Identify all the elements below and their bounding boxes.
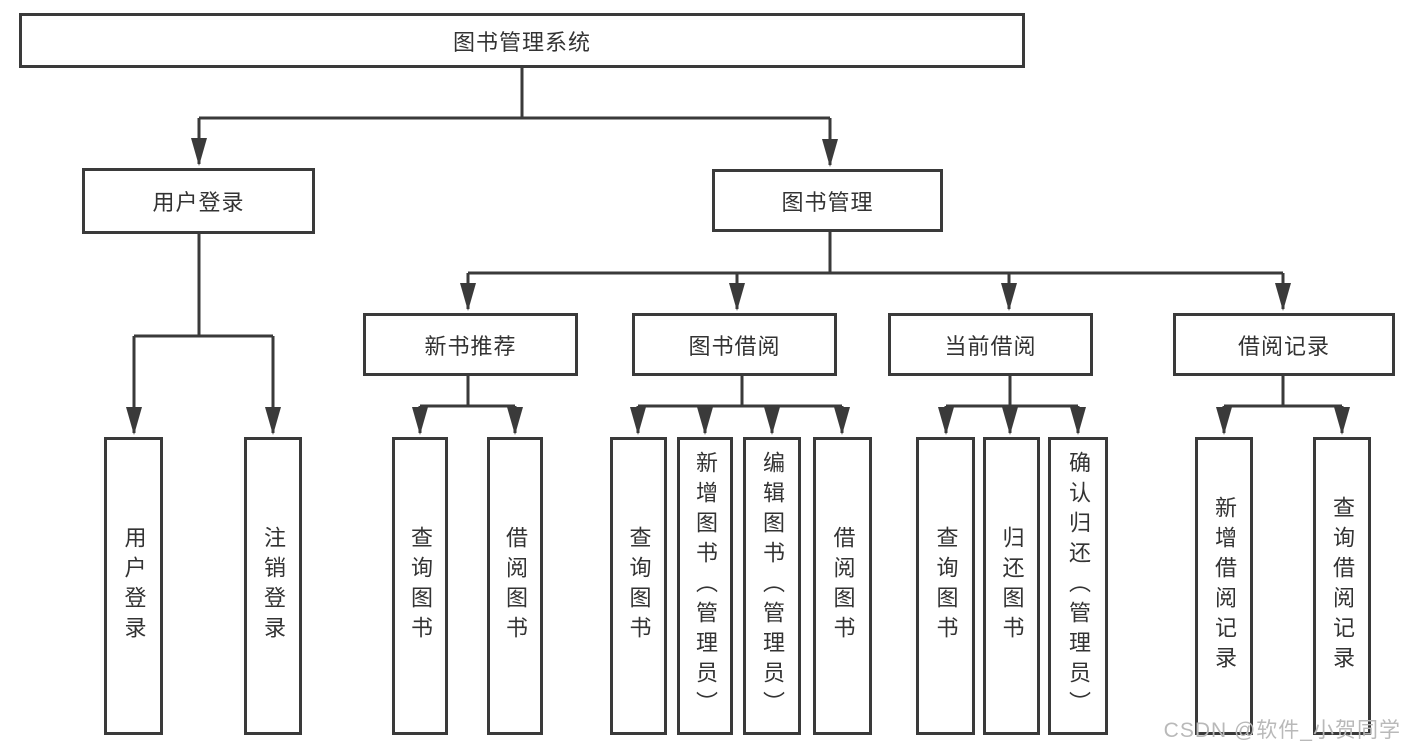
node-leaf-add-borrow-record: 新增借阅记录	[1195, 437, 1253, 735]
node-library-system: 图书管理系统	[19, 13, 1025, 68]
node-leaf-query-books-2: 查询图书	[610, 437, 667, 735]
node-leaf-query-books-3: 查询图书	[916, 437, 975, 735]
node-leaf-query-borrow-record: 查询借阅记录	[1313, 437, 1371, 735]
node-leaf-confirm-return-admin-label: 确认归还（管理员）	[1066, 451, 1091, 721]
node-leaf-return-books-label: 归还图书	[999, 526, 1025, 646]
watermark-text: CSDN @软件_小贺同学	[1163, 719, 1401, 742]
node-leaf-edit-books-admin: 编辑图书（管理员）	[743, 437, 801, 735]
node-leaf-query-books-3-label: 查询图书	[933, 526, 959, 646]
node-leaf-user-login-label: 用户登录	[121, 526, 147, 646]
node-leaf-borrow-books-2-label: 借阅图书	[830, 526, 856, 646]
node-leaf-return-books: 归还图书	[983, 437, 1040, 735]
node-book-management: 图书管理	[712, 169, 943, 232]
node-borrowing-records: 借阅记录	[1173, 313, 1395, 376]
node-leaf-borrow-books-1: 借阅图书	[487, 437, 543, 735]
node-new-book-recommend: 新书推荐	[363, 313, 578, 376]
node-leaf-borrow-books-1-label: 借阅图书	[503, 526, 528, 646]
node-leaf-edit-books-admin-label: 编辑图书（管理员）	[760, 451, 785, 721]
node-book-borrowing: 图书借阅	[632, 313, 837, 376]
node-leaf-query-borrow-record-label: 查询借阅记录	[1330, 496, 1355, 676]
node-leaf-logout-label: 注销登录	[261, 526, 286, 646]
node-leaf-user-login: 用户登录	[104, 437, 163, 735]
node-leaf-query-books-1-label: 查询图书	[408, 526, 433, 646]
node-leaf-confirm-return-admin: 确认归还（管理员）	[1048, 437, 1108, 735]
node-user-login: 用户登录	[82, 168, 315, 234]
node-leaf-add-borrow-record-label: 新增借阅记录	[1212, 496, 1237, 676]
node-leaf-borrow-books-2: 借阅图书	[813, 437, 872, 735]
node-leaf-query-books-1: 查询图书	[392, 437, 448, 735]
node-current-borrowing: 当前借阅	[888, 313, 1093, 376]
node-leaf-add-books-admin: 新增图书（管理员）	[677, 437, 733, 735]
node-leaf-add-books-admin-label: 新增图书（管理员）	[693, 451, 718, 721]
node-leaf-logout: 注销登录	[244, 437, 302, 735]
node-leaf-query-books-2-label: 查询图书	[626, 526, 652, 646]
